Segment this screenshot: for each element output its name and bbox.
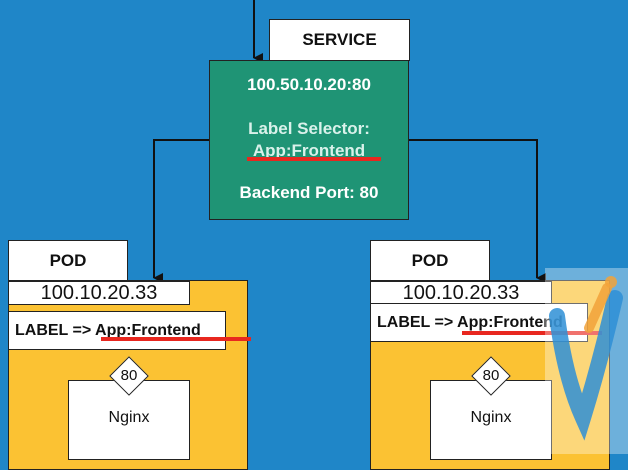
pod-right-port-value: 80 [482, 367, 500, 384]
connector-arrows [153, 0, 546, 283]
service-backend-port: Backend Port: 80 [239, 183, 379, 202]
arrow-to-left-pod [153, 139, 209, 283]
service-tab: SERVICE [269, 19, 410, 61]
pod-left-tab: POD [8, 240, 128, 281]
pod-right-tab-label: POD [411, 250, 449, 270]
pod-right-container-name: Nginx [470, 409, 512, 426]
service-tab-label: SERVICE [302, 30, 377, 49]
pod-right-ip-text: 100.10.20.33 [402, 281, 520, 304]
pod-left-label: LABEL => App:Frontend [8, 311, 226, 350]
service-box: 100.50.10.20:80 Label Selector: App:Fron… [209, 60, 409, 220]
service-selector-underline [247, 157, 381, 161]
pod-left-ip-text: 100.10.20.33 [40, 281, 158, 304]
watermark-logo [545, 268, 628, 454]
service-ip-port: 100.50.10.20:80 [247, 75, 371, 94]
pod-right-ip: 100.10.20.33 [370, 281, 552, 305]
pod-left-tab-label: POD [49, 250, 87, 270]
pod-left-container-name: Nginx [108, 409, 150, 426]
pod-left-label-text: LABEL => App:Frontend [15, 321, 201, 339]
pod-left-ip: 100.10.20.33 [8, 281, 190, 305]
arrow-to-right-pod [409, 139, 546, 283]
pod-right-label-text: LABEL => App:Frontend [377, 313, 563, 331]
pod-left-label-underline [101, 337, 251, 341]
pod-right-label-underline [462, 331, 602, 335]
service-selector-heading: Label Selector: [248, 119, 370, 138]
pod-right-tab: POD [370, 240, 490, 281]
pod-left-port-value: 80 [120, 367, 138, 384]
service-selector-value: App:Frontend [252, 141, 366, 160]
